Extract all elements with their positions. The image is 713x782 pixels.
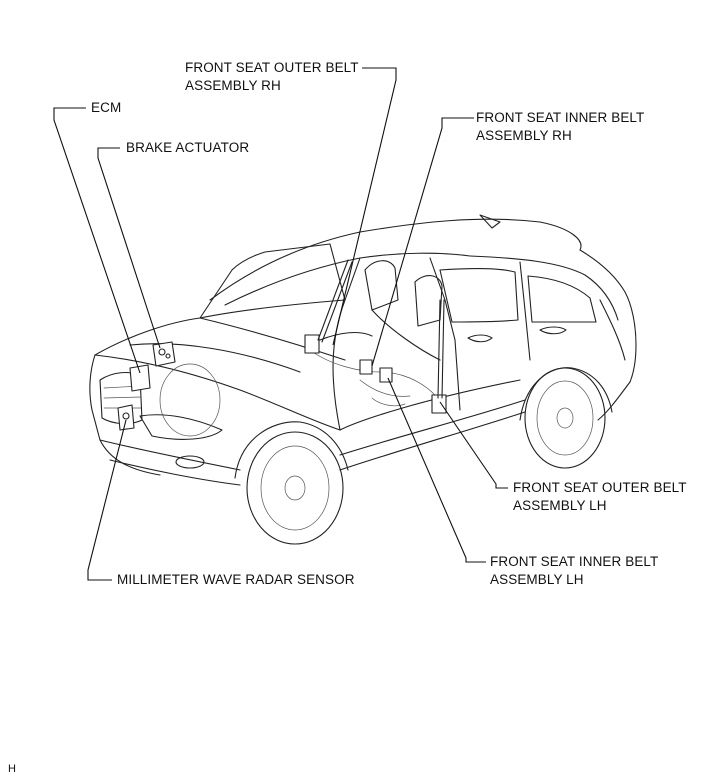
label-front-seat-inner-belt-rh-line1: FRONT SEAT INNER BELT [476,110,645,125]
label-millimeter-wave-radar-sensor: MILLIMETER WAVE RADAR SENSOR [117,572,355,587]
leader-inner-rh [371,117,474,367]
label-front-seat-outer-belt-lh-line1: FRONT SEAT OUTER BELT [513,480,687,495]
label-brake-actuator: BRAKE ACTUATOR [126,140,250,155]
label-front-seat-inner-belt-lh-line1: FRONT SEAT INNER BELT [490,554,659,569]
leader-brake-actuator [97,147,161,349]
leader-inner-lh [387,377,486,563]
label-front-seat-outer-belt-lh-line2: ASSEMBLY LH [513,498,607,513]
leader-ecm [53,107,141,374]
label-front-seat-inner-belt-rh-line2: ASSEMBLY RH [476,128,572,143]
label-front-seat-outer-belt-rh-line2: ASSEMBLY RH [185,78,281,93]
label-front-seat-outer-belt-rh-line1: FRONT SEAT OUTER BELT [185,60,359,75]
leader-radar [87,419,127,581]
corner-mark: H [8,763,17,775]
leader-lines [53,67,508,581]
label-ecm: ECM [91,100,122,115]
suv-outline [89,214,637,545]
leader-outer-rh [332,67,397,346]
leader-outer-lh [439,401,508,489]
label-front-seat-inner-belt-lh-line2: ASSEMBLY LH [490,572,584,587]
